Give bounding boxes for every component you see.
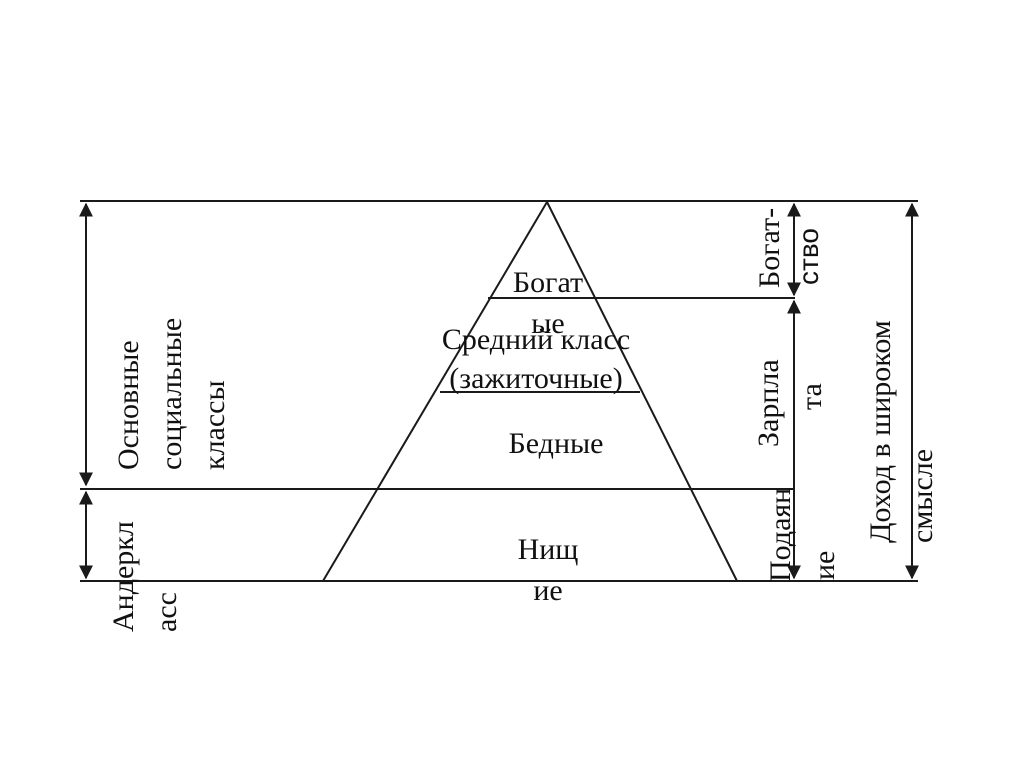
poor-label: Бедные — [509, 427, 604, 460]
pyramid-left-edge — [322, 201, 548, 582]
salary-label-line2: та — [795, 383, 828, 410]
underclass-label-line2: асс — [150, 592, 183, 632]
main-classes-label-line1: Основные — [112, 340, 145, 470]
salary-label-line1: Зарпла — [752, 359, 785, 447]
main-classes-label-line2: социальные — [155, 318, 188, 470]
income-label-line1: Доход в широком — [864, 320, 897, 543]
pyramid-right-edge — [546, 201, 738, 582]
alms-label-line2: ие — [808, 551, 841, 580]
income-label-line2: смысле — [906, 449, 939, 543]
rich-label-line1: Богат — [513, 266, 583, 299]
beggars-label-line1: Нищ — [518, 533, 579, 566]
rich-label-line2: ые — [531, 307, 564, 340]
middle-class-label-line1: Средний класс — [442, 323, 630, 356]
underclass-label-line1: Андеркл — [107, 521, 140, 632]
wealth-label-line1: Богат- — [753, 208, 786, 288]
middle-class-label-line2: (зажиточные) — [449, 362, 622, 395]
beggars-label-line2: ие — [533, 574, 562, 607]
alms-label-line1: Подаян — [764, 488, 797, 582]
wealth-label-line2: ство — [793, 228, 824, 285]
main-classes-label-line3: классы — [198, 380, 231, 470]
